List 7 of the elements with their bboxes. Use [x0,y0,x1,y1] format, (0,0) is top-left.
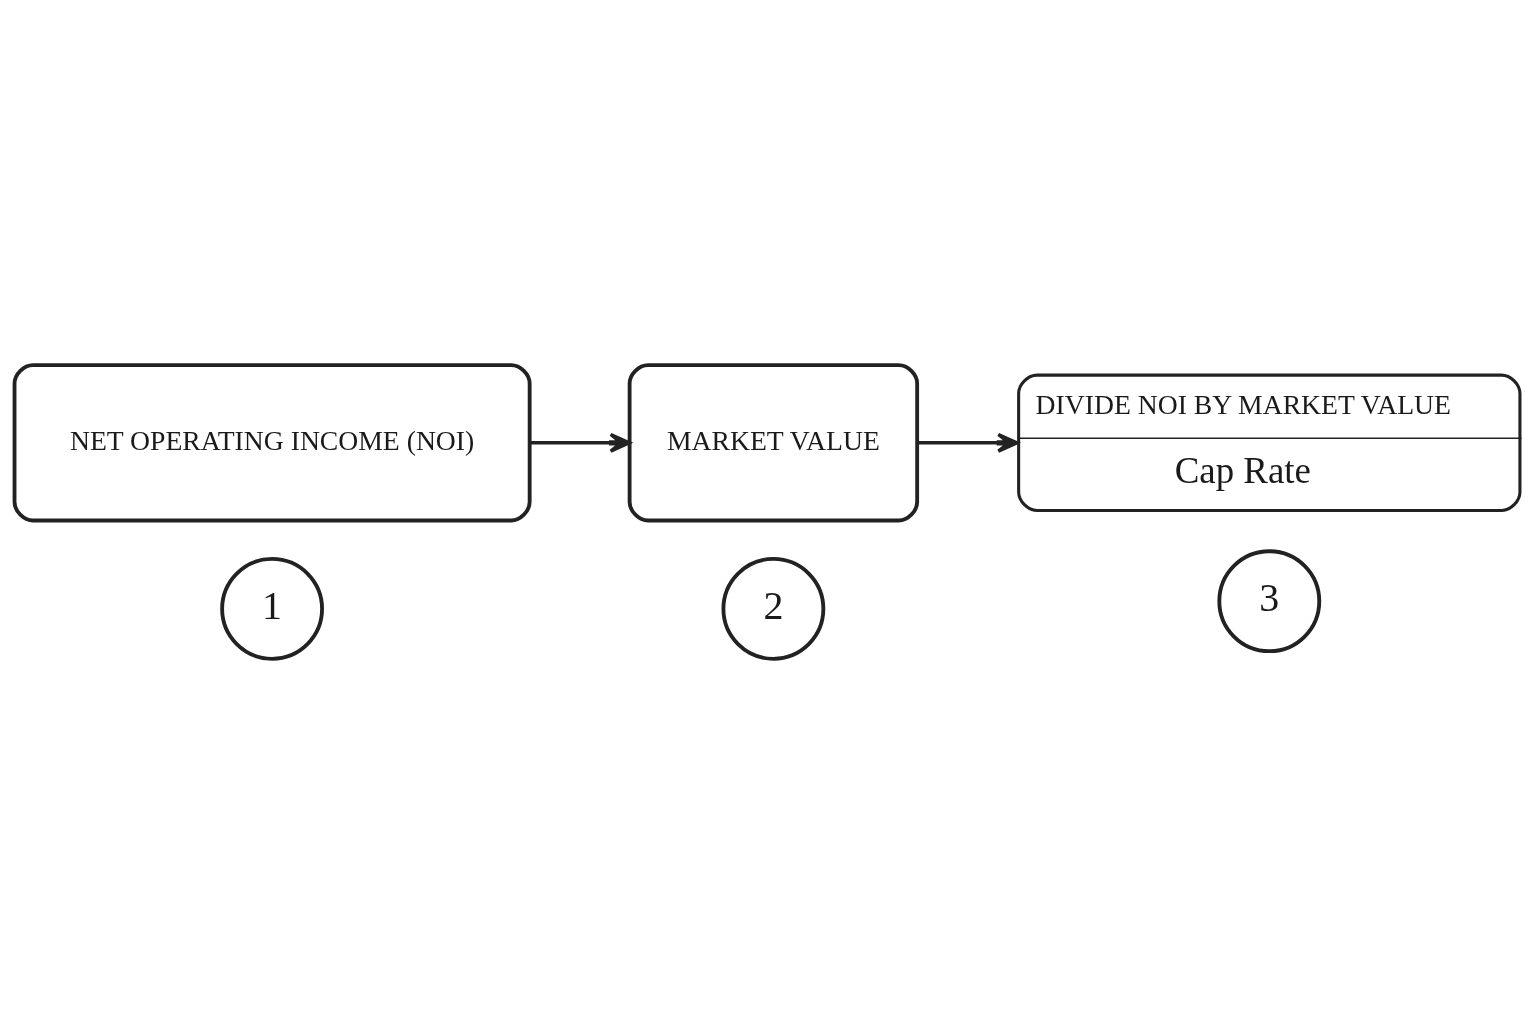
arrow [530,432,631,453]
node-circle: 2 [721,557,826,661]
node-box: MARKET VALUE [627,363,920,523]
node-circle: 3 [1217,549,1322,654]
node-circle: 1 [220,557,324,661]
node-box: NET OPERATING INCOME (NOI) [12,363,532,523]
arrow [917,432,1019,453]
